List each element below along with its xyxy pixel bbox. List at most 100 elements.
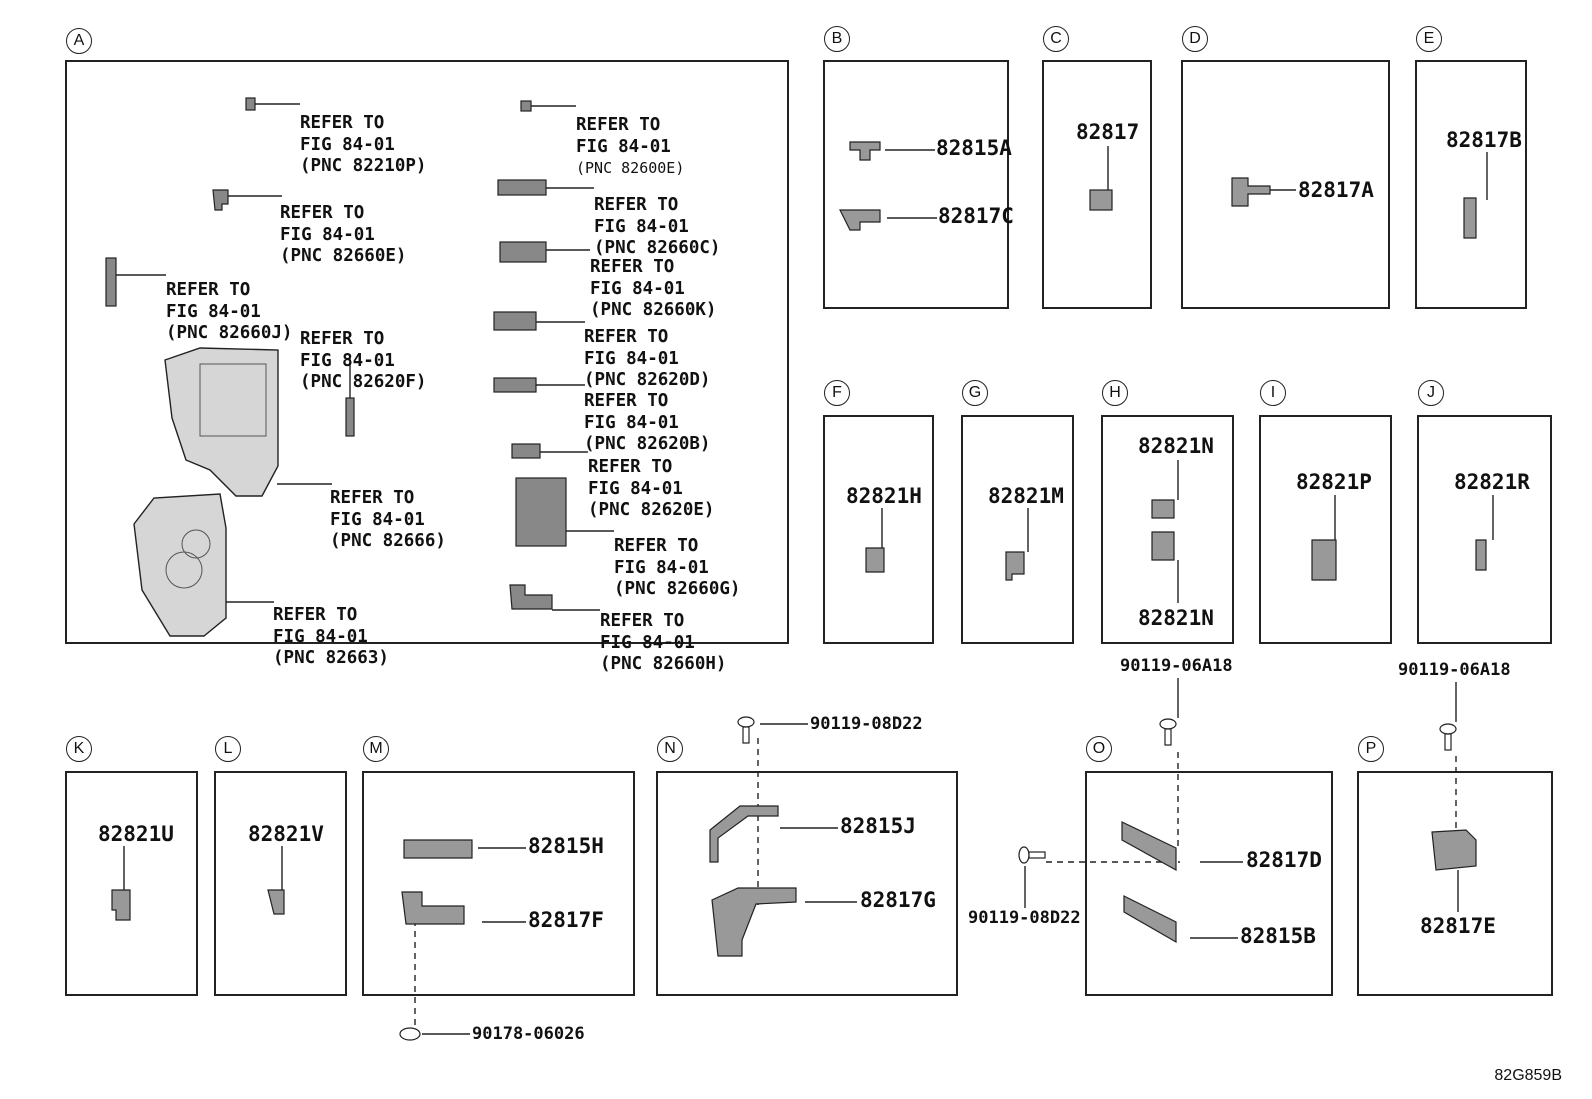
part-82821n-top: 82821N (1138, 434, 1214, 458)
connector-82660c-icon (497, 179, 547, 196)
bolt-90119-06a18-j-icon (1439, 723, 1457, 751)
bracket-82815a-icon (849, 141, 881, 161)
panel-label-p: P (1358, 736, 1384, 762)
part-82817d: 82817D (1246, 848, 1322, 872)
clamp-82821n-bottom-icon (1151, 531, 1175, 561)
bracket-82815b-icon (1123, 895, 1177, 944)
bolt-90119-08d22-n: 90119-08D22 (810, 714, 923, 734)
panel-a (65, 60, 789, 644)
panel-label-a: A (66, 28, 92, 54)
bolt-90119-06a18-h: 90119-06A18 (1120, 656, 1233, 676)
bolt-90119-08d22-o-icon (1018, 846, 1046, 864)
connector-82660j-icon (105, 257, 117, 307)
bracket-82817b-icon (1463, 197, 1477, 239)
part-82821m: 82821M (988, 484, 1064, 508)
panel-label-j: J (1418, 380, 1444, 406)
connector-82620e-icon (511, 443, 541, 459)
clip-90178-06026-icon (399, 1027, 421, 1041)
panel-n (656, 771, 958, 996)
part-82815h: 82815H (528, 834, 604, 858)
bracket-82817c-icon (839, 209, 881, 231)
bracket-82817g-icon (711, 887, 797, 957)
part-82817: 82817 (1076, 120, 1140, 144)
panel-b (823, 60, 1009, 309)
panel-label-f: F (824, 380, 850, 406)
clamp-82821h-icon (865, 547, 885, 573)
connector-82210p-icon (245, 97, 256, 111)
clamp-82821v-icon (267, 889, 285, 915)
part-82817b: 82817B (1446, 128, 1522, 152)
bolt-90119-06a18-h-icon (1159, 718, 1177, 746)
bracket-82817a-icon (1231, 177, 1271, 207)
panel-o (1085, 771, 1333, 996)
panel-k (65, 771, 198, 996)
clamp-82821n-top-icon (1151, 499, 1175, 519)
part-82815j: 82815J (840, 814, 916, 838)
connector-82660h-icon (509, 584, 553, 610)
panel-label-e: E (1416, 26, 1442, 52)
bolt-90119-08d22-o: 90119-08D22 (968, 908, 1081, 928)
panel-label-c: C (1043, 26, 1069, 52)
bracket-82817e-icon (1431, 829, 1477, 871)
panel-label-k: K (66, 736, 92, 762)
part-82817c: 82817C (938, 204, 1014, 228)
clamp-82821r-icon (1475, 539, 1487, 571)
bracket-82817d-icon (1121, 821, 1177, 872)
panel-l (214, 771, 347, 996)
bolt-90119-06a18-j: 90119-06A18 (1398, 660, 1511, 680)
junction-block-82663-icon (133, 493, 227, 637)
part-82821n-bottom: 82821N (1138, 606, 1214, 630)
clip-90178-06026: 90178-06026 (472, 1024, 585, 1044)
bolt-90119-08d22-n-icon (737, 716, 755, 744)
part-82817a: 82817A (1298, 178, 1374, 202)
panel-i (1259, 415, 1392, 644)
bracket-82817-icon (1089, 189, 1113, 211)
part-82821v: 82821V (248, 822, 324, 846)
fuse-82620f-icon (345, 397, 355, 437)
panel-label-o: O (1086, 736, 1112, 762)
panel-j (1417, 415, 1552, 644)
part-82821p: 82821P (1296, 470, 1372, 494)
part-82817f: 82817F (528, 908, 604, 932)
panel-p (1357, 771, 1553, 996)
panel-g (961, 415, 1074, 644)
junction-block-82666-icon (164, 347, 279, 497)
panel-label-m: M (363, 736, 389, 762)
panel-label-h: H (1102, 380, 1128, 406)
panel-label-l: L (215, 736, 241, 762)
part-82821u: 82821U (98, 822, 174, 846)
panel-label-g: G (962, 380, 988, 406)
panel-label-d: D (1182, 26, 1208, 52)
clamp-82821u-icon (111, 889, 131, 921)
diagram-code: 82G859B (1494, 1067, 1562, 1084)
bracket-82815j-icon (709, 805, 779, 863)
panel-f (823, 415, 934, 644)
connector-82600e-icon (520, 100, 532, 112)
bracket-82817f-icon (401, 891, 465, 925)
panel-label-i: I (1260, 380, 1286, 406)
panel-c (1042, 60, 1152, 309)
clamp-82821m-icon (1005, 551, 1025, 581)
panel-m (362, 771, 635, 996)
part-82821r: 82821R (1454, 470, 1530, 494)
part-82821h: 82821H (846, 484, 922, 508)
part-82815b: 82815B (1240, 924, 1316, 948)
part-82817e: 82817E (1420, 914, 1496, 938)
bracket-82815h-icon (403, 839, 473, 859)
panel-label-n: N (657, 736, 683, 762)
clamp-82821p-icon (1311, 539, 1337, 581)
